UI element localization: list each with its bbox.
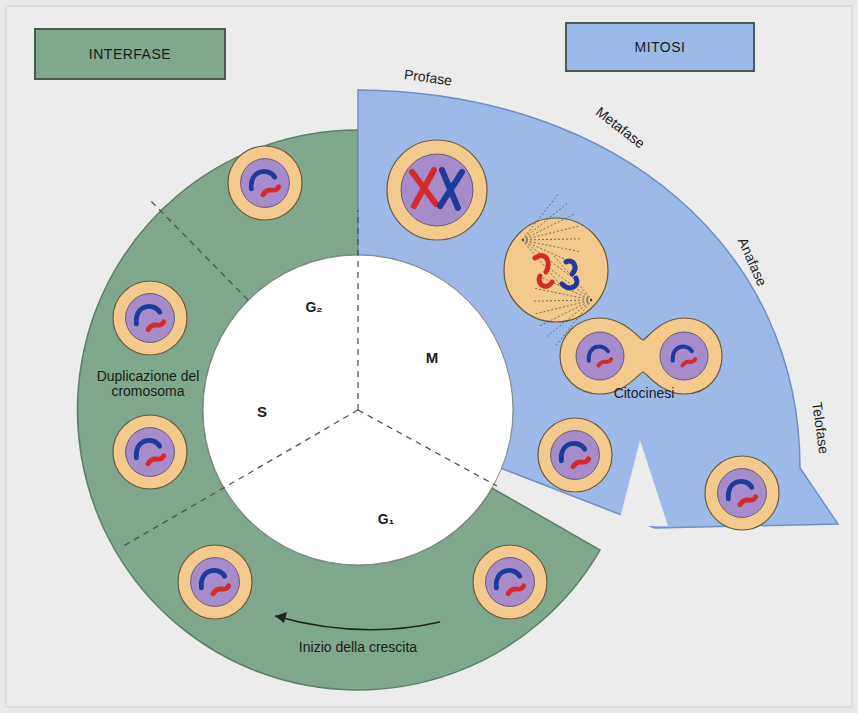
cell-part (148, 456, 164, 464)
cell-part (401, 154, 473, 226)
stage-caption: Inizio della crescita (293, 640, 423, 655)
cell (538, 418, 612, 492)
cell-part (705, 456, 779, 530)
stage-letter: G₂ (305, 300, 322, 315)
cell-part (532, 300, 592, 301)
stage-caption: Duplicazione del cromosoma (73, 369, 223, 400)
cell (228, 146, 302, 220)
cell-part (263, 187, 279, 195)
cell (705, 456, 779, 530)
cell-part (522, 226, 580, 240)
stage-letter: G₁ (378, 512, 395, 527)
prophase-cell (387, 140, 487, 240)
cell-part (718, 469, 767, 518)
cell-part (191, 558, 240, 607)
cell-part (682, 359, 695, 365)
stage-caption: Citocinesi (614, 386, 675, 401)
cell-part (522, 240, 561, 285)
cell-part (126, 428, 175, 477)
box-title: MITOSI (635, 39, 686, 55)
cell-part (473, 545, 547, 619)
cell-part (560, 318, 722, 394)
cell-part (561, 443, 585, 460)
stage-letter: M (426, 350, 439, 367)
cell-part (136, 306, 160, 323)
cell-part (538, 418, 612, 492)
cell-part (522, 193, 559, 240)
cell-part (136, 440, 160, 457)
cell-part (241, 159, 290, 208)
cell (473, 545, 547, 619)
cell-part (387, 140, 487, 240)
cell-part (728, 481, 752, 498)
cell-part (673, 347, 692, 361)
phase-box: MITOSI (565, 22, 755, 72)
cell-part (660, 332, 708, 380)
cell-part (553, 255, 592, 300)
cell-part (113, 415, 187, 489)
cell (113, 281, 187, 355)
cell-part (576, 332, 624, 380)
cell-part (522, 213, 576, 240)
cell-part (201, 570, 225, 587)
anaphase-cell (560, 318, 722, 394)
box-title: INTERFASE (89, 46, 171, 62)
cell-part (113, 281, 187, 355)
cell-part (551, 431, 600, 480)
cell-part (522, 239, 582, 240)
stage-letter: S (257, 404, 267, 421)
cell-part (562, 261, 577, 288)
cell-part (178, 545, 252, 619)
cell-part (534, 300, 592, 314)
cell-part (598, 359, 611, 365)
cell (178, 545, 252, 619)
cell-part (486, 558, 535, 607)
cell-part (213, 586, 229, 594)
cell-part (535, 255, 552, 286)
cell-part (440, 170, 462, 208)
cell-part (508, 586, 524, 594)
cell-part (573, 459, 589, 467)
cell-part (148, 322, 164, 330)
cell-part (496, 570, 520, 587)
cell-part (228, 146, 302, 220)
cell-part (412, 170, 436, 206)
cell-part (251, 171, 275, 188)
phase-box: INTERFASE (34, 28, 226, 80)
cell (113, 415, 187, 489)
cell-part (504, 218, 608, 322)
cell-part (740, 497, 756, 505)
cell-part (589, 347, 608, 361)
cell-part (126, 294, 175, 343)
